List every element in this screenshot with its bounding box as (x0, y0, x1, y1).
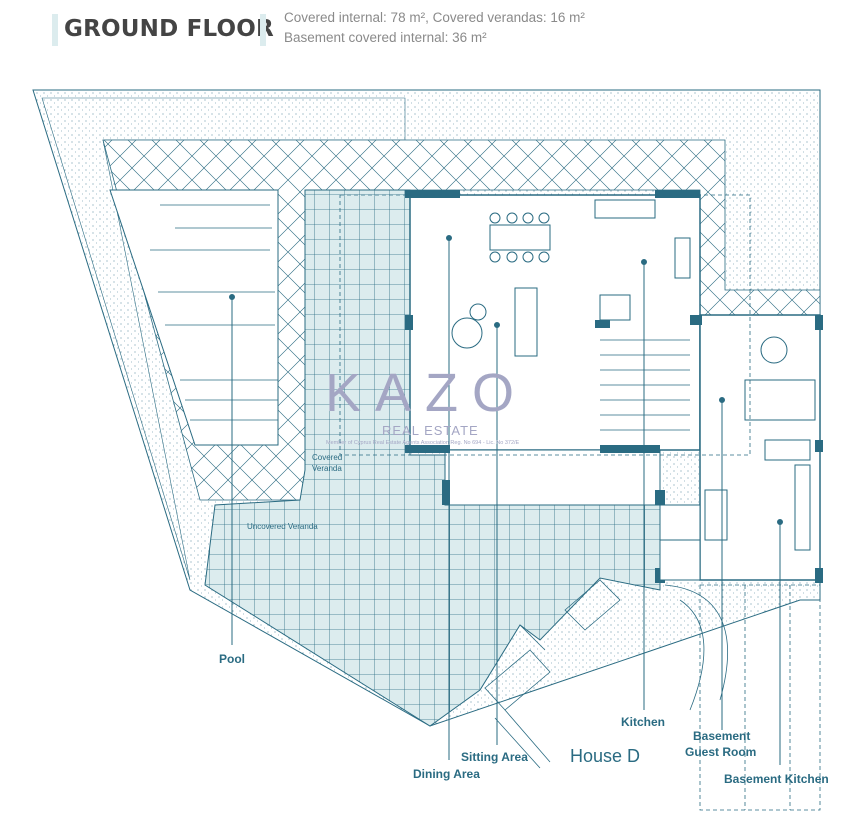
basement-kitchen-label: Basement Kitchen (724, 772, 829, 786)
uncovered-veranda-label: Uncovered Veranda (247, 522, 318, 531)
pool-label: Pool (219, 652, 245, 666)
basement-guest-room-label-1: Basement (693, 729, 751, 743)
area-info-line2: Basement covered internal: 36 m² (284, 30, 487, 45)
house-name: House D (570, 746, 641, 766)
basement-guest-room-label-2: Guest Room (685, 745, 757, 759)
header-bar-left (52, 14, 58, 46)
area-info-line1: Covered internal: 78 m², Covered veranda… (284, 10, 585, 25)
kitchen-label: Kitchen (621, 715, 666, 729)
stairs (600, 339, 728, 711)
header-bar-right (260, 14, 266, 46)
sitting-area-label: Sitting Area (461, 750, 528, 764)
veranda-tiles (204, 189, 661, 727)
covered-veranda-label-2: Veranda (312, 464, 342, 473)
furniture (451, 199, 816, 581)
covered-veranda-label-1: Covered (312, 453, 343, 462)
leader-lines (229, 235, 783, 765)
dining-area-label: Dining Area (413, 767, 480, 781)
pool (109, 189, 279, 446)
watermark-note: Member of Cyprus Real Estate Agents Asso… (326, 440, 520, 446)
page-title: GROUND FLOOR (64, 16, 274, 42)
ramps (484, 579, 621, 769)
watermark-tagline: REAL ESTATE (382, 423, 479, 438)
watermark-logo: KAZO (325, 363, 529, 423)
